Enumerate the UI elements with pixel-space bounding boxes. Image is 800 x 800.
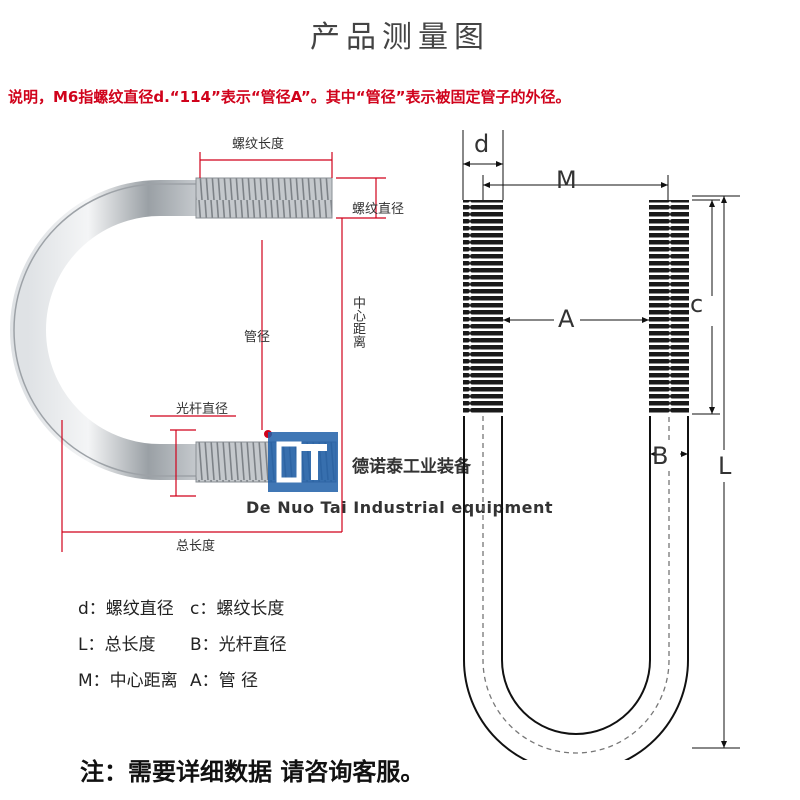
legend-item: c：螺纹长度	[190, 599, 285, 619]
legend-row: M：中心距离 A：管 径	[78, 666, 318, 702]
legend-item: M：中心距离	[78, 671, 178, 691]
drawing-centerline	[482, 416, 670, 754]
label-center-distance: 中心距离	[350, 296, 365, 348]
drawing-right-thread	[649, 200, 689, 414]
dim-label-L: L	[718, 452, 732, 480]
dim-label-M: M	[556, 166, 577, 194]
brand-name-cn: 德诺泰工业装备	[352, 457, 471, 477]
drawing-u-inner	[501, 416, 651, 735]
technical-drawing	[462, 130, 740, 760]
drawing-left-thread	[463, 200, 503, 414]
legend: d：螺纹直径 c：螺纹长度 L：总长度 B：光杆直径 M：中心距离 A：管 径	[78, 594, 318, 702]
dim-label-B: B	[652, 442, 669, 470]
drawing-u-outer	[463, 416, 689, 760]
page-title: 产品测量图	[310, 20, 490, 55]
legend-item: A：管 径	[190, 671, 259, 691]
u-bolt-body	[10, 180, 200, 480]
legend-item: d：螺纹直径	[78, 599, 174, 619]
label-thread-length: 螺纹长度	[232, 137, 285, 152]
legend-item: L：总长度	[78, 635, 156, 655]
footer-note: 注：需要详细数据 请咨询客服。	[80, 758, 425, 786]
dt-logo-icon	[268, 432, 338, 492]
brand-name-en: De Nuo Tai Industrial equipment	[246, 498, 554, 517]
label-total-length: 总长度	[176, 539, 216, 554]
legend-row: d：螺纹直径 c：螺纹长度	[78, 594, 318, 630]
product-photo	[10, 152, 386, 552]
photo-dimension-lines	[61, 152, 386, 552]
drawing-arrows	[463, 161, 727, 748]
label-pipe-diameter: 管径	[244, 330, 271, 345]
explanation-text: 说明，M6指螺纹直径d.“114”表示“管径A”。其中“管径”表示被固定管子的外…	[8, 88, 571, 106]
dim-label-A: A	[558, 305, 575, 333]
drawing-dimension-lines	[462, 130, 740, 749]
dim-label-c: c	[690, 290, 704, 318]
legend-row: L：总长度 B：光杆直径	[78, 630, 318, 666]
dim-label-d: d	[474, 130, 490, 158]
legend-item: B：光杆直径	[190, 635, 287, 655]
label-thread-diameter: 螺纹直径	[352, 202, 405, 217]
label-rod-diameter: 光杆直径	[176, 402, 229, 417]
upper-thread	[195, 177, 333, 219]
